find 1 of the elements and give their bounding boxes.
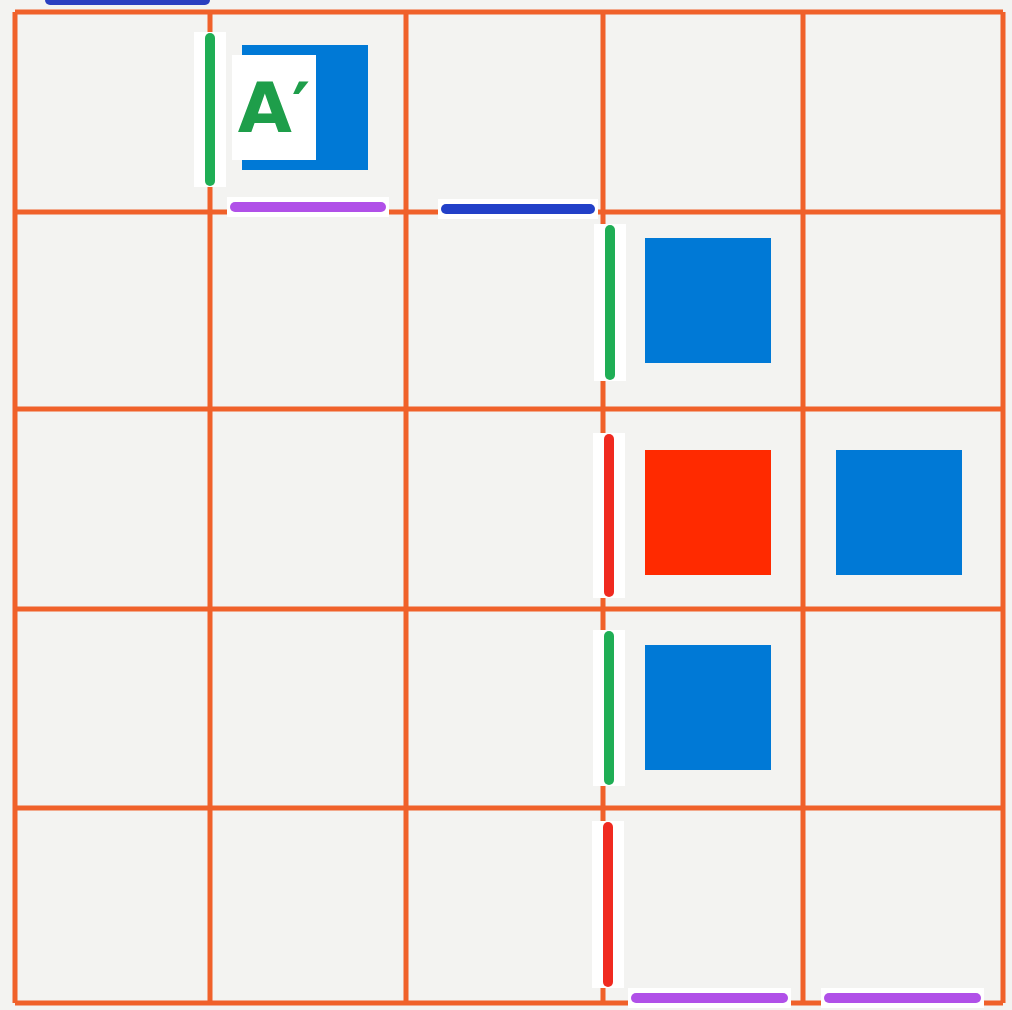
letter-label: A′ bbox=[232, 55, 316, 160]
